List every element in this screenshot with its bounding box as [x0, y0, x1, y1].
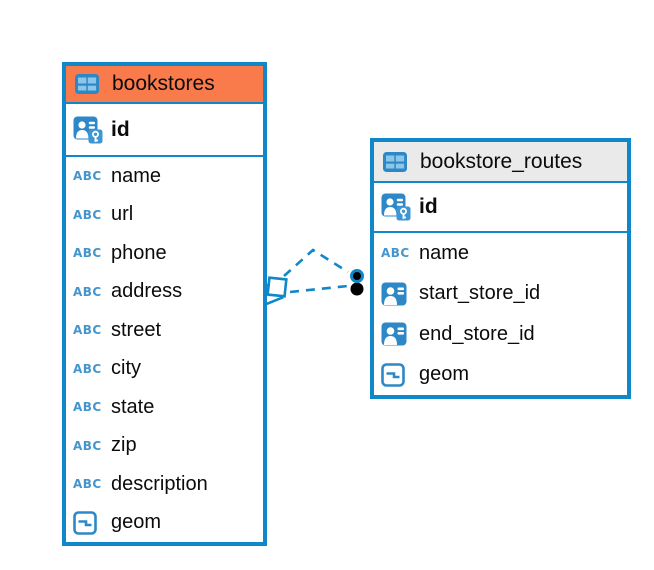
reference-type-icon: [381, 322, 411, 346]
table-icon: [382, 151, 412, 173]
table-title: bookstore_routes: [420, 149, 583, 173]
routes-table-header[interactable]: bookstore_routes: [374, 142, 627, 183]
column-row[interactable]: geom: [374, 355, 627, 396]
column-name: geom: [419, 363, 470, 386]
table-icon: [74, 73, 104, 95]
reference-type-icon: [381, 282, 411, 306]
column-name: id: [111, 117, 130, 141]
column-name: description: [111, 472, 208, 495]
column-row[interactable]: ABC zip: [66, 427, 263, 466]
text-type-icon: ABC: [73, 438, 102, 453]
column-name: state: [111, 395, 155, 418]
column-row[interactable]: ABC street: [66, 311, 263, 350]
column-name: address: [111, 280, 183, 303]
geometry-type-icon: [73, 510, 103, 535]
relationship-line-lower[interactable]: [289, 284, 349, 294]
geometry-type-icon: [381, 362, 411, 387]
column-row-id[interactable]: id: [374, 183, 627, 233]
column-row[interactable]: ABC name: [374, 233, 627, 274]
column-row-id[interactable]: id: [66, 104, 263, 157]
column-row[interactable]: end_store_id: [374, 314, 627, 355]
entity-table-bookstore-routes[interactable]: bookstore_routes id ABC name: [370, 138, 631, 399]
column-name: end_store_id: [419, 322, 535, 345]
text-type-icon: ABC: [381, 246, 410, 261]
bookstores-table-header[interactable]: bookstores: [66, 66, 263, 104]
text-type-icon: ABC: [73, 477, 102, 492]
column-row[interactable]: ABC description: [66, 465, 263, 504]
column-name: name: [111, 164, 162, 187]
text-type-icon: ABC: [73, 207, 102, 222]
column-row[interactable]: start_store_id: [374, 274, 627, 315]
text-type-icon: ABC: [73, 323, 102, 338]
column-name: zip: [111, 434, 137, 457]
column-name: start_store_id: [419, 282, 541, 305]
column-row[interactable]: ABC url: [66, 196, 263, 235]
primary-key-icon: [73, 116, 103, 144]
column-row[interactable]: geom: [66, 504, 263, 543]
column-name: id: [419, 195, 438, 218]
relationship-lines[interactable]: [283, 248, 349, 294]
column-row[interactable]: ABC address: [66, 273, 263, 312]
column-row[interactable]: ABC city: [66, 350, 263, 389]
column-row[interactable]: ABC state: [66, 388, 263, 427]
text-type-icon: ABC: [73, 246, 102, 261]
column-name: phone: [111, 241, 167, 264]
text-type-icon: ABC: [73, 284, 102, 299]
entity-table-bookstores[interactable]: bookstores id ABC name ABC url ABC phone: [62, 62, 267, 546]
column-name: name: [419, 241, 470, 264]
relationship-line-upper[interactable]: [283, 248, 349, 277]
column-name: geom: [111, 511, 162, 534]
primary-key-icon: [381, 193, 411, 221]
column-name: street: [111, 318, 162, 341]
one-end-dot-marker[interactable]: [350, 269, 364, 296]
table-title: bookstores: [112, 72, 215, 95]
text-type-icon: ABC: [73, 361, 102, 376]
column-row[interactable]: ABC name: [66, 157, 263, 196]
column-row[interactable]: ABC phone: [66, 234, 263, 273]
text-type-icon: ABC: [73, 169, 102, 184]
column-name: city: [111, 357, 141, 380]
text-type-icon: ABC: [73, 400, 102, 415]
column-name: url: [111, 203, 134, 226]
